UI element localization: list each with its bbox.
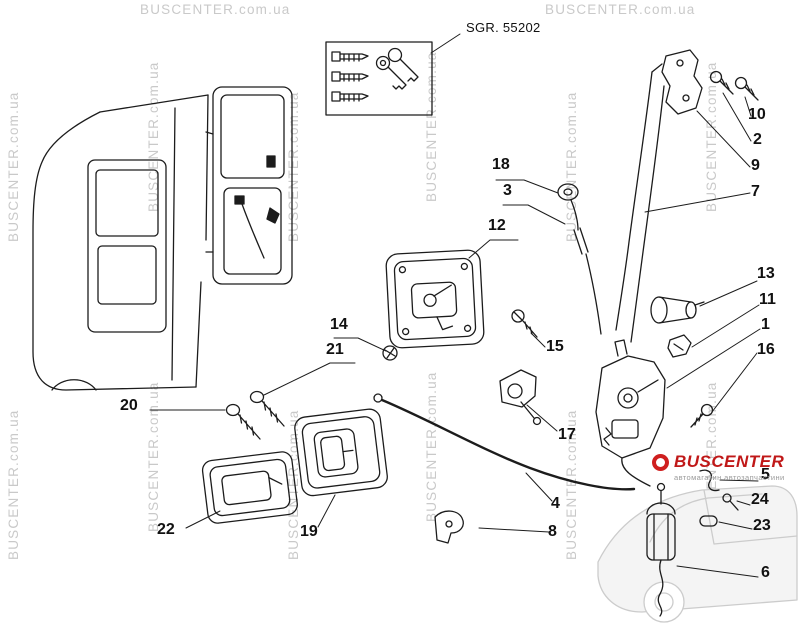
part-callout-1: 1	[761, 316, 770, 333]
door-lock-mechanism	[595, 339, 666, 487]
keys-icon	[375, 47, 419, 90]
sgr-reference-label: SGR. 55202	[466, 20, 541, 35]
key-and-screws-box	[325, 41, 433, 116]
part-callout-19: 19	[300, 523, 318, 540]
van-rear-illustration	[32, 94, 209, 391]
part-callout-11: 11	[759, 291, 776, 308]
part-callout-21: 21	[326, 341, 344, 358]
part-callout-13: 13	[757, 265, 775, 282]
leader-lines	[149, 33, 761, 578]
retainer-11	[667, 334, 692, 358]
part-callout-8: 8	[548, 523, 557, 540]
part-callout-2: 2	[753, 131, 762, 148]
screw-15	[511, 309, 538, 338]
part-callout-10: 10	[748, 106, 766, 123]
part-callout-17: 17	[558, 426, 576, 443]
clips-right	[699, 469, 739, 527]
screws-top-right	[709, 70, 759, 101]
part-callout-14: 14	[330, 316, 348, 333]
upper-lock-and-rods	[615, 49, 703, 343]
part-callout-5: 5	[761, 466, 770, 483]
part-callout-15: 15	[546, 338, 564, 355]
watermark-text: BUSCENTER.com.ua	[140, 2, 291, 17]
part-callout-12: 12	[488, 217, 506, 234]
lock-plate-illustration	[385, 249, 485, 349]
buscenter-logo-icon	[652, 453, 669, 471]
part-callout-6: 6	[761, 564, 770, 581]
part-callout-23: 23	[753, 517, 771, 534]
part-callout-9: 9	[751, 157, 760, 174]
part-callout-4: 4	[551, 495, 560, 512]
open-door-illustration	[205, 86, 293, 285]
handle-bezel-22	[201, 451, 298, 524]
clip-8	[434, 510, 464, 544]
part-callout-18: 18	[492, 156, 510, 173]
screw-14	[382, 345, 398, 361]
part-callout-24: 24	[751, 491, 769, 508]
watermark-text: BUSCENTER.com.ua	[545, 2, 696, 17]
screws-20-21	[225, 390, 285, 440]
part-callout-22: 22	[157, 521, 175, 538]
part-callout-3: 3	[503, 182, 512, 199]
buscenter-logo-subtitle: автомагазин автозапчастини	[674, 473, 785, 482]
grommet-and-rod	[557, 183, 602, 335]
buscenter-logo: BUSCENTER автомагазин автозапчастини	[652, 452, 785, 482]
actuator-6	[646, 482, 676, 617]
screw-16	[690, 403, 714, 428]
inner-handle-19	[294, 408, 388, 497]
lock-cylinder	[650, 296, 705, 324]
part-callout-16: 16	[757, 341, 775, 358]
part-callout-7: 7	[751, 183, 760, 200]
buscenter-logo-text: BUSCENTER	[674, 452, 785, 471]
part-callout-20: 20	[120, 397, 138, 414]
screw-set-icon	[331, 51, 369, 102]
rod-4	[373, 393, 636, 491]
latch-17	[499, 369, 542, 426]
